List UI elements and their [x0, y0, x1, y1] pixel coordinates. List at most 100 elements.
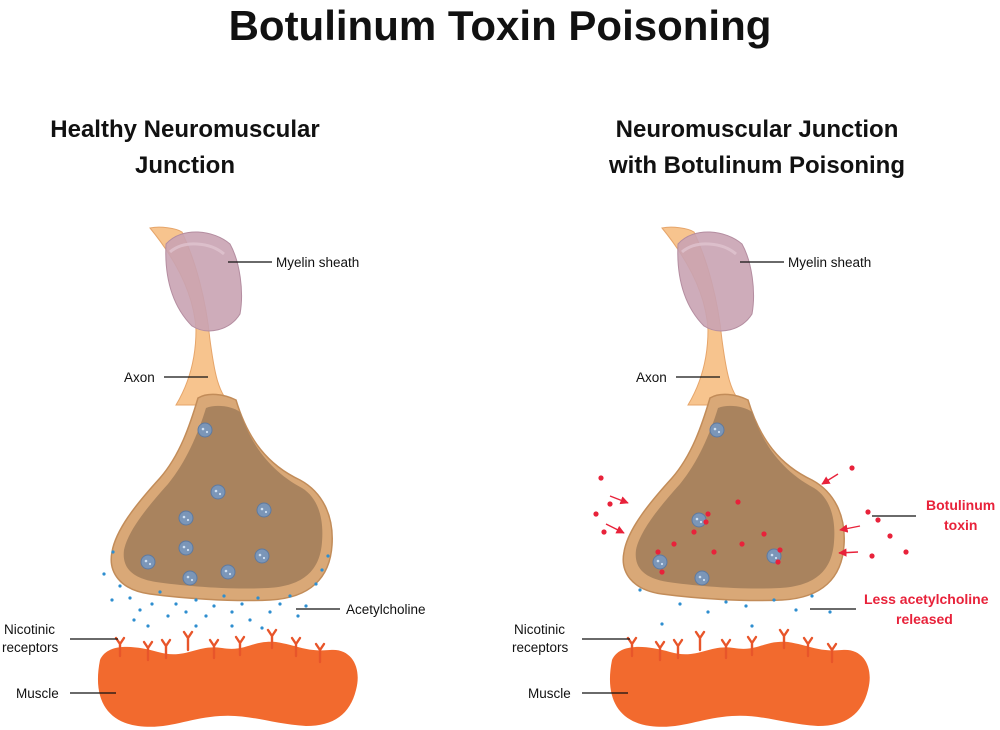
botulinum-toxin-molecule: [849, 465, 855, 471]
acetylcholine-molecule: [230, 610, 234, 614]
healthy-neuron-diagram: [96, 225, 360, 729]
synaptic-vesicle: [197, 422, 213, 438]
vesicle-dot: [699, 520, 703, 524]
vesicle-dot: [262, 556, 266, 560]
healthy-receptors-label-line1: Nicotinic: [4, 622, 55, 637]
healthy-receptors-label-line2: receptors: [2, 640, 59, 655]
acetylcholine-molecule: [326, 554, 330, 558]
poisoned-myelin-label: Myelin sheath: [788, 255, 871, 270]
healthy-panel-title: Healthy Neuromuscular Junction: [0, 112, 375, 184]
acetylcholine-molecule: [248, 618, 252, 622]
acetylcholine-molecule: [102, 572, 106, 576]
acetylcholine-molecule: [150, 602, 154, 606]
vesicle-dot: [205, 430, 209, 434]
vesicle-dot: [186, 518, 190, 522]
botulinum-toxin-molecule: [869, 553, 875, 559]
vesicle-dot: [702, 578, 706, 582]
acetylcholine-molecule: [296, 614, 300, 618]
acetylcholine-molecule: [194, 624, 198, 628]
vesicle-dot: [148, 562, 152, 566]
vesicle-dot: [218, 492, 222, 496]
vesicle-dot: [144, 559, 148, 563]
synaptic-vesicle: [256, 502, 272, 518]
healthy-acetylcholine-dots: [102, 550, 330, 630]
acetylcholine-molecule: [230, 624, 234, 628]
botulinum-toxin-molecule: [705, 511, 711, 517]
botulinum-toxin-molecule: [739, 541, 745, 547]
less-ach-label-line2: released: [896, 611, 953, 627]
acetylcholine-molecule: [706, 610, 710, 614]
acetylcholine-molecule: [204, 614, 208, 618]
acetylcholine-molecule: [194, 598, 198, 602]
botulinum-toxin-molecule: [865, 509, 871, 515]
poisoned-receptors-label-line1: Nicotinic: [514, 622, 565, 637]
acetylcholine-molecule: [110, 598, 114, 602]
healthy-title-line1: Healthy Neuromuscular: [50, 116, 320, 143]
botulinum-toxin-molecule: [887, 533, 893, 539]
botulinum-toxin-molecule: [903, 549, 909, 555]
botulinum-toxin-molecule: [601, 529, 607, 535]
acetylcholine-molecule: [128, 596, 132, 600]
botulinum-toxin-molecule: [598, 475, 604, 481]
acetylcholine-molecule: [260, 626, 264, 630]
vesicle-dot: [201, 427, 205, 431]
botulinum-toxin-molecule: [659, 569, 665, 575]
nicotinic-receptor: [694, 630, 706, 652]
botulinum-toxin-molecule: [655, 549, 661, 555]
acetylcholine-molecule: [304, 604, 308, 608]
healthy-acetylcholine-label: Acetylcholine: [346, 602, 426, 617]
vesicle-dot: [258, 553, 262, 557]
synaptic-vesicle: [652, 554, 668, 570]
acetylcholine-molecule: [138, 608, 142, 612]
botulinum-toxin-dots: [593, 465, 909, 575]
poisoned-title-line1: Neuromuscular Junction: [615, 116, 899, 143]
poisoned-receptors-label-line2: receptors: [512, 640, 569, 655]
acetylcholine-molecule: [256, 596, 260, 600]
acetylcholine-molecule: [638, 588, 642, 592]
synaptic-vesicle: [694, 570, 710, 586]
vesicle-dot: [698, 575, 702, 579]
botulinum-toxin-molecule: [875, 517, 881, 523]
botulinum-toxin-molecule: [671, 541, 677, 547]
botulinum-toxin-molecule: [777, 547, 783, 553]
vesicle-dot: [717, 430, 721, 434]
poisoned-axon-label: Axon: [636, 370, 667, 385]
synaptic-vesicle: [691, 512, 707, 528]
acetylcholine-molecule: [278, 602, 282, 606]
vesicle-dot: [228, 572, 232, 576]
acetylcholine-molecule: [288, 594, 292, 598]
acetylcholine-molecule: [222, 594, 226, 598]
healthy-title-line2: Junction: [135, 152, 235, 179]
healthy-neuron-shape: [96, 225, 360, 729]
acetylcholine-molecule: [184, 610, 188, 614]
toxin-label-line2: toxin: [944, 517, 977, 533]
acetylcholine-molecule: [132, 618, 136, 622]
healthy-muscle-label: Muscle: [16, 686, 59, 701]
acetylcholine-molecule: [268, 610, 272, 614]
poisoned-title-line2: with Botulinum Poisoning: [609, 152, 905, 179]
botulinum-toxin-molecule: [691, 529, 697, 535]
acetylcholine-molecule: [772, 598, 776, 602]
vesicle-dot: [264, 510, 268, 514]
acetylcholine-molecule: [828, 610, 832, 614]
botulinum-toxin-molecule: [607, 501, 613, 507]
vesicle-dot: [774, 556, 778, 560]
botulinum-toxin-molecule: [761, 531, 767, 537]
acetylcholine-molecule: [750, 624, 754, 628]
synaptic-vesicle: [178, 540, 194, 556]
acetylcholine-molecule: [212, 604, 216, 608]
vesicle-dot: [695, 517, 699, 521]
vesicle-dot: [182, 515, 186, 519]
acetylcholine-molecule: [158, 590, 162, 594]
poisoned-neuron-shape: [608, 225, 872, 729]
vesicle-dot: [224, 569, 228, 573]
vesicle-dot: [260, 507, 264, 511]
acetylcholine-molecule: [660, 622, 664, 626]
vesicle-dot: [713, 427, 717, 431]
synaptic-vesicle: [220, 564, 236, 580]
poisoned-neuron-diagram: [593, 225, 909, 729]
botulinum-toxin-molecule: [711, 549, 717, 555]
acetylcholine-molecule: [240, 602, 244, 606]
healthy-axon-label: Axon: [124, 370, 155, 385]
